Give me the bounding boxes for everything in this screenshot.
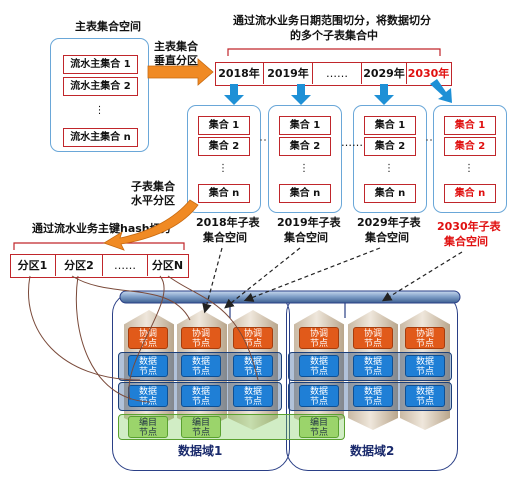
down-arrow-2030 <box>430 79 452 103</box>
catalog-node: 编目 节点 <box>128 416 168 438</box>
main-item-n: 流水主集合 n <box>63 128 138 147</box>
p2018-item-2: 集合 2 <box>198 137 250 156</box>
horizontal-partition-label-1: 子表集合 <box>131 180 175 193</box>
time-split-bracket <box>227 48 441 56</box>
p2029-item-1: 集合 1 <box>364 116 416 135</box>
p2018-item-dots: ⋮ <box>218 163 228 174</box>
p2030-item-2: 集合 2 <box>444 137 496 156</box>
coord-node: 协调 节点 <box>181 327 221 349</box>
vertical-partition-label-2: 垂直分区 <box>154 54 198 67</box>
p2019-item-dots: ⋮ <box>299 163 309 174</box>
partition-2: 分区2 <box>56 255 103 276</box>
time-split-title-2: 的多个子表集合中 <box>290 29 378 42</box>
time-split-title-1: 通过流水业务日期范围切分，将数据切分 <box>233 14 431 27</box>
catalog-node: 编目 节点 <box>299 416 339 438</box>
main-item-2: 流水主集合 2 <box>63 77 138 96</box>
coord-node: 协调 节点 <box>353 327 393 349</box>
year-ellipsis: …… <box>313 63 362 84</box>
horizontal-partition-arrow <box>103 199 199 251</box>
dashed-arrow-2030 <box>381 251 463 302</box>
year-2018: 2018年 <box>215 63 264 84</box>
hash-split-bracket <box>13 242 185 250</box>
year-2019: 2019年 <box>264 63 313 84</box>
caption-2019-1: 2019年子表 <box>277 216 341 229</box>
data-node: 数据 节点 <box>405 385 445 407</box>
p2018-item-n: 集合 n <box>198 184 250 203</box>
vertical-partition-label-1: 主表集合 <box>154 40 198 53</box>
caption-2029-2: 集合空间 <box>365 231 409 244</box>
partition-strip <box>10 254 189 278</box>
p2018-item-1: 集合 1 <box>198 116 250 135</box>
data-domain-1-label: 数据域1 <box>178 444 223 458</box>
coord-node: 协调 节点 <box>299 327 339 349</box>
partition-curve <box>71 275 191 321</box>
partition-curve <box>167 275 259 381</box>
panels-ellipsis: …… <box>341 136 363 149</box>
p2019-item-n: 集合 n <box>279 184 331 203</box>
year-2030: 2030年 <box>407 67 450 80</box>
year-2029: 2029年 <box>362 63 407 84</box>
p2030-item-dots: ⋮ <box>464 163 474 174</box>
caption-2029-1: 2029年子表 <box>357 216 421 229</box>
year-strip <box>215 62 452 86</box>
down-arrow-2018 <box>224 84 244 105</box>
partition-n: 分区N <box>151 259 184 272</box>
data-node: 数据 节点 <box>299 355 339 377</box>
p2029-item-dots: ⋮ <box>384 163 394 174</box>
main-collection-title: 主表集合空间 <box>75 20 141 33</box>
data-node: 数据 节点 <box>181 355 221 377</box>
dashed-arrow-2029 <box>243 247 381 302</box>
p2029-item-n: 集合 n <box>364 184 416 203</box>
catalog-node: 编目 节点 <box>181 416 221 438</box>
partition-curve <box>128 275 165 401</box>
main-item-1: 流水主集合 1 <box>63 55 138 74</box>
data-node: 数据 节点 <box>233 385 273 407</box>
down-arrow-2019 <box>291 84 311 105</box>
data-node: 数据 节点 <box>128 355 168 377</box>
data-node: 数据 节点 <box>353 355 393 377</box>
partition-ellipsis: …… <box>103 255 148 276</box>
vertical-partition-arrow <box>147 58 214 86</box>
coord-node: 协调 节点 <box>233 327 273 349</box>
horizontal-partition-label-2: 水平分区 <box>131 194 175 207</box>
caption-2018-1: 2018年子表 <box>196 216 260 229</box>
hash-split-title: 通过流水业务主键hash切分 <box>32 222 172 235</box>
p2019-item-2: 集合 2 <box>279 137 331 156</box>
data-node: 数据 节点 <box>405 355 445 377</box>
data-node: 数据 节点 <box>299 385 339 407</box>
coord-node: 协调 节点 <box>405 327 445 349</box>
partition-curve <box>75 275 151 403</box>
main-item-dots: ⋮ <box>94 105 105 116</box>
dashed-arrow-2019 <box>224 247 301 309</box>
data-node: 数据 节点 <box>353 385 393 407</box>
down-arrow-2029 <box>374 84 394 105</box>
data-domain-2-label: 数据域2 <box>350 444 395 458</box>
p2030-item-n: 集合 n <box>444 184 496 203</box>
caption-2030-2: 集合空间 <box>444 235 488 248</box>
caption-2018-2: 集合空间 <box>203 231 247 244</box>
p2030-item-1: 集合 1 <box>444 116 496 135</box>
caption-2019-2: 集合空间 <box>284 231 328 244</box>
data-node: 数据 节点 <box>181 385 221 407</box>
dashed-arrow-2018 <box>202 247 223 314</box>
partition-curve <box>28 275 141 381</box>
partition-1: 分区1 <box>10 255 56 276</box>
p2019-item-1: 集合 1 <box>279 116 331 135</box>
caption-2030-1: 2030年子表 <box>437 220 501 233</box>
cluster-bus <box>119 290 461 304</box>
p2029-item-2: 集合 2 <box>364 137 416 156</box>
